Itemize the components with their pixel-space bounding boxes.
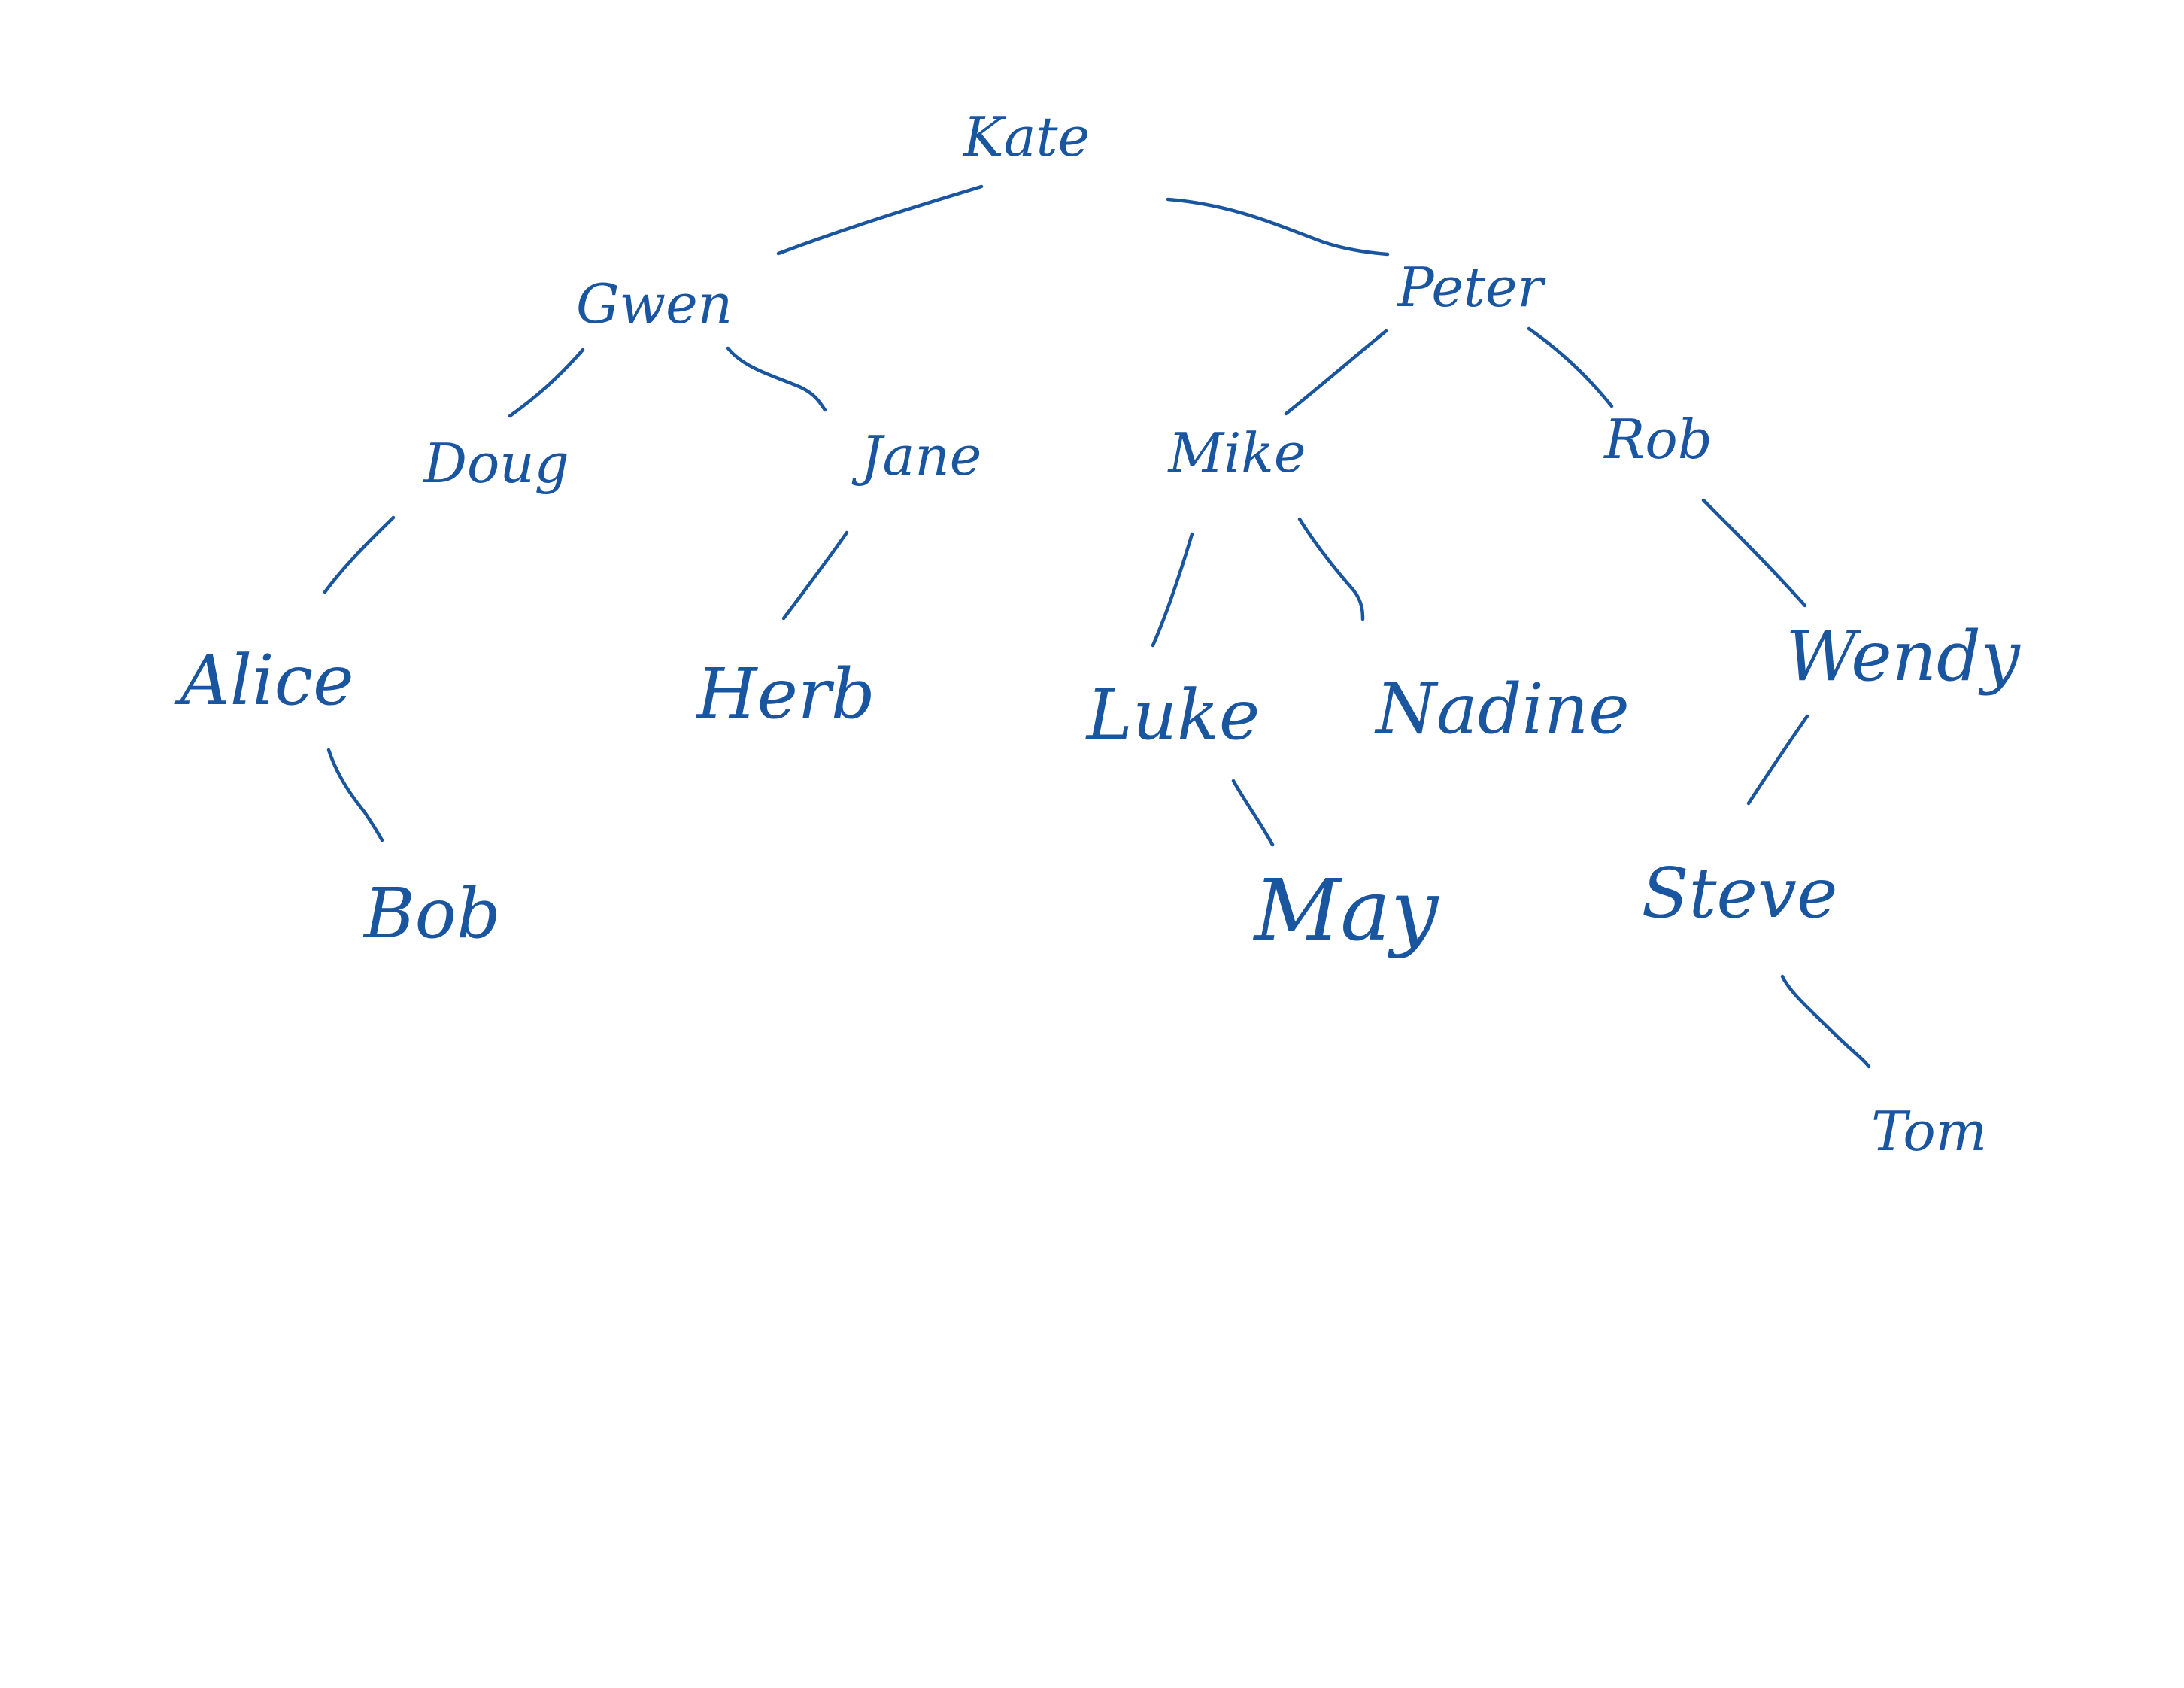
node-may: May (1253, 862, 1439, 960)
edge-alice-bob (326, 748, 384, 842)
node-jane: Jane (851, 424, 982, 487)
tree-nodes: Kate Gwen Peter Doug Jane Mike Rob Alice… (174, 105, 2020, 1163)
node-nadine: Nadine (1374, 669, 1629, 749)
edge-gwen-jane (726, 346, 827, 412)
edge-mike-nadine (1297, 517, 1365, 621)
edge-gwen-doug (508, 348, 585, 418)
edge-wendy-steve (1746, 714, 1809, 806)
node-bob: Bob (362, 873, 501, 954)
node-mike: Mike (1167, 421, 1306, 484)
edge-mike-luke (1151, 532, 1194, 648)
edge-jane-herb (781, 530, 849, 621)
edge-rob-wendy (1701, 498, 1807, 608)
node-gwen: Gwen (576, 272, 733, 335)
node-alice: Alice (174, 640, 353, 721)
node-tom: Tom (1871, 1100, 1987, 1163)
node-kate: Kate (962, 105, 1090, 168)
edge-luke-may (1231, 779, 1275, 847)
edge-kate-gwen (776, 184, 984, 256)
node-herb: Herb (695, 654, 875, 734)
node-peter: Peter (1396, 256, 1545, 319)
node-luke: Luke (1085, 675, 1260, 755)
node-steve: Steve (1642, 853, 1838, 934)
edge-steve-tom (1780, 974, 1871, 1069)
edge-peter-rob (1527, 326, 1614, 408)
edge-kate-peter (1166, 197, 1390, 257)
node-wendy: Wendy (1785, 616, 2021, 697)
node-doug: Doug (422, 432, 569, 495)
edge-doug-alice (323, 515, 396, 594)
edge-peter-mike (1284, 329, 1388, 416)
tree-edges (323, 184, 1871, 1069)
node-rob: Rob (1603, 408, 1712, 471)
